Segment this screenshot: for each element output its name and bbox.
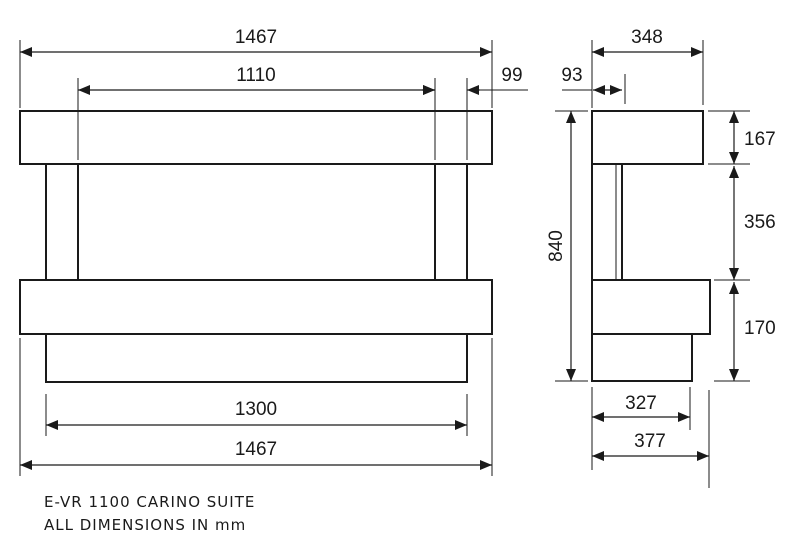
dim-bottom-height-label: 170 <box>744 318 776 339</box>
dim-bottom-depth-label: 377 <box>634 431 666 452</box>
front-bottom-shelf <box>19 279 493 335</box>
side-view: 348 93 840 167 356 170 327 377 <box>546 27 776 488</box>
caption-line-1: E-VR 1100 CARINO SUITE <box>44 493 255 511</box>
side-leg <box>591 163 623 281</box>
front-view: 1467 1110 99 1300 1467 <box>19 27 528 476</box>
dim-opening-height-label: 356 <box>744 212 776 233</box>
dim-depth-top-label: 348 <box>631 27 663 48</box>
side-bottom <box>591 279 711 335</box>
front-base-plinth <box>45 333 468 383</box>
dim-bottom-width-label: 1467 <box>235 439 277 460</box>
caption-line-2: ALL DIMENSIONS IN mm <box>44 516 246 534</box>
dim-leg-width-label: 99 <box>501 65 522 86</box>
side-base <box>591 333 693 382</box>
dim-total-height-label: 840 <box>546 230 567 262</box>
front-left-leg <box>45 163 79 281</box>
dim-base-depth-label: 327 <box>625 393 657 414</box>
dim-leg-depth-label: 93 <box>561 65 582 86</box>
dim-base-width-label: 1300 <box>235 399 277 420</box>
front-right-leg <box>434 163 468 281</box>
dim-top-height-label: 167 <box>744 129 776 150</box>
dim-inner-width-label: 1110 <box>236 65 275 86</box>
dim-top-width-label: 1467 <box>235 27 277 48</box>
caption: E-VR 1100 CARINO SUITE ALL DIMENSIONS IN… <box>44 493 255 534</box>
front-top-shelf <box>19 110 493 165</box>
side-top <box>591 110 704 165</box>
